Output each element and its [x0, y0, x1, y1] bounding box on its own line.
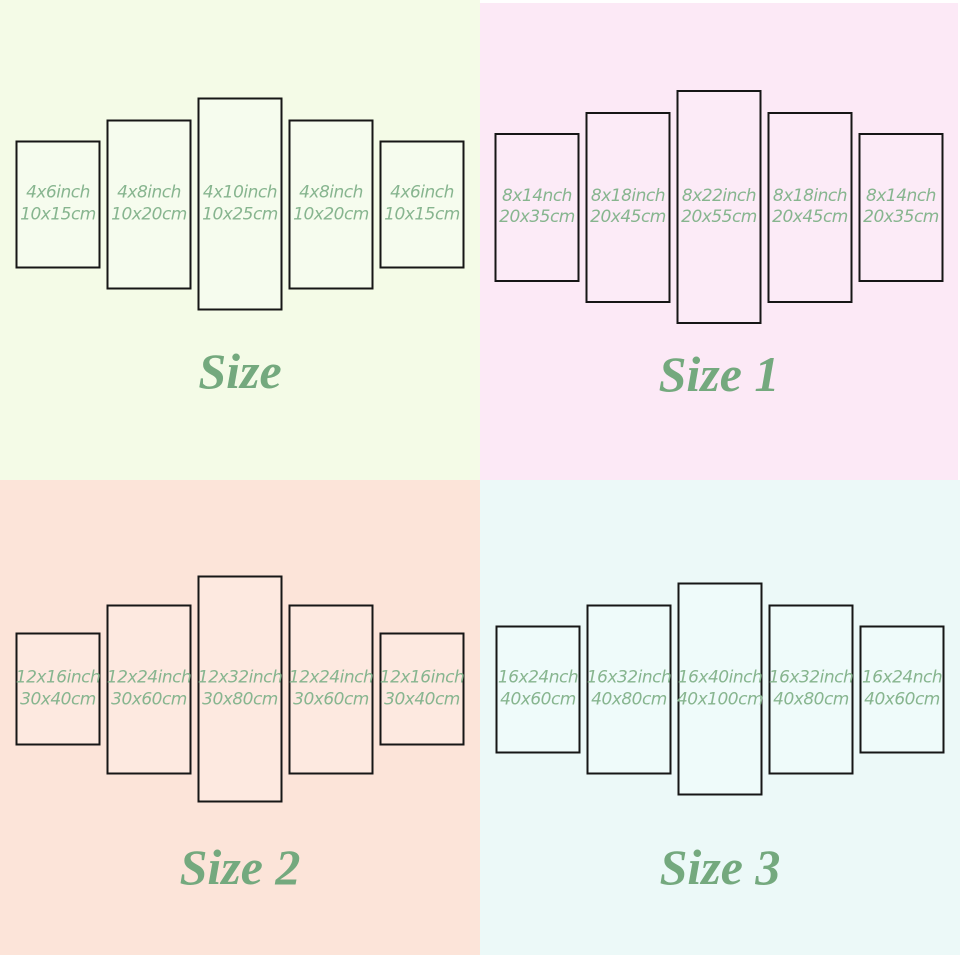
panel-size-cm: 20x45cm	[590, 207, 666, 227]
panel-size-cm: 30x60cm	[111, 689, 187, 709]
panel-size-cm: 10x25cm	[202, 204, 278, 224]
panel-size-inch: 4x6inch	[390, 182, 454, 203]
panel-size-inch: 12x16inch	[15, 667, 101, 688]
panel-size-cm: 20x35cm	[863, 207, 939, 227]
panel-size-inch: 8x14nch	[866, 185, 936, 206]
panel-size-inch: 16x24nch	[497, 667, 579, 688]
panel-size-inch: 12x16inch	[379, 667, 465, 688]
panel-size-inch: 4x8inch	[117, 182, 181, 203]
panel-size-inch: 8x18inch	[772, 185, 848, 206]
size-2-title: Size 2	[179, 839, 301, 895]
size-1-title: Size 1	[658, 346, 780, 402]
panel-size-cm: 30x40cm	[384, 689, 460, 709]
panel-size-inch: 16x24nch	[861, 667, 943, 688]
panel-size-cm: 30x80cm	[202, 689, 278, 709]
panel-size-inch: 4x6inch	[26, 182, 90, 203]
panel-size-inch: 16x32inch	[586, 667, 672, 688]
panel-size-inch: 8x22inch	[681, 185, 757, 206]
panel-size-inch: 16x32inch	[768, 667, 854, 688]
size-title: Size	[198, 343, 282, 399]
panel-size-cm: 30x60cm	[293, 689, 369, 709]
panel-size-cm: 10x15cm	[384, 204, 460, 224]
panel-size-inch: 8x18inch	[590, 185, 666, 206]
panel-size-cm: 20x35cm	[499, 207, 575, 227]
panel-size-inch: 4x8inch	[299, 182, 363, 203]
panel-size-cm: 40x60cm	[864, 689, 940, 709]
panel-size-inch: 16x40inch	[677, 667, 763, 688]
panel-size-inch: 4x10inch	[202, 182, 278, 203]
panel-size-cm: 10x15cm	[20, 204, 96, 224]
size-3-title: Size 3	[659, 839, 781, 895]
panel-size-cm: 40x60cm	[500, 689, 576, 709]
panel-size-inch: 8x14nch	[502, 185, 572, 206]
panel-size-cm: 40x80cm	[773, 689, 849, 709]
panel-size-inch: 12x24inch	[106, 667, 192, 688]
panel-size-cm: 10x20cm	[111, 204, 187, 224]
panel-size-inch: 12x32inch	[197, 667, 283, 688]
panel-size-cm: 40x100cm	[676, 689, 764, 709]
panel-size-cm: 20x45cm	[772, 207, 848, 227]
panel-size-cm: 20x55cm	[681, 207, 757, 227]
panel-size-cm: 30x40cm	[20, 689, 96, 709]
panel-size-cm: 40x80cm	[591, 689, 667, 709]
panel-size-inch: 12x24inch	[288, 667, 374, 688]
bottom-white-strip	[0, 955, 960, 960]
panel-size-cm: 10x20cm	[293, 204, 369, 224]
